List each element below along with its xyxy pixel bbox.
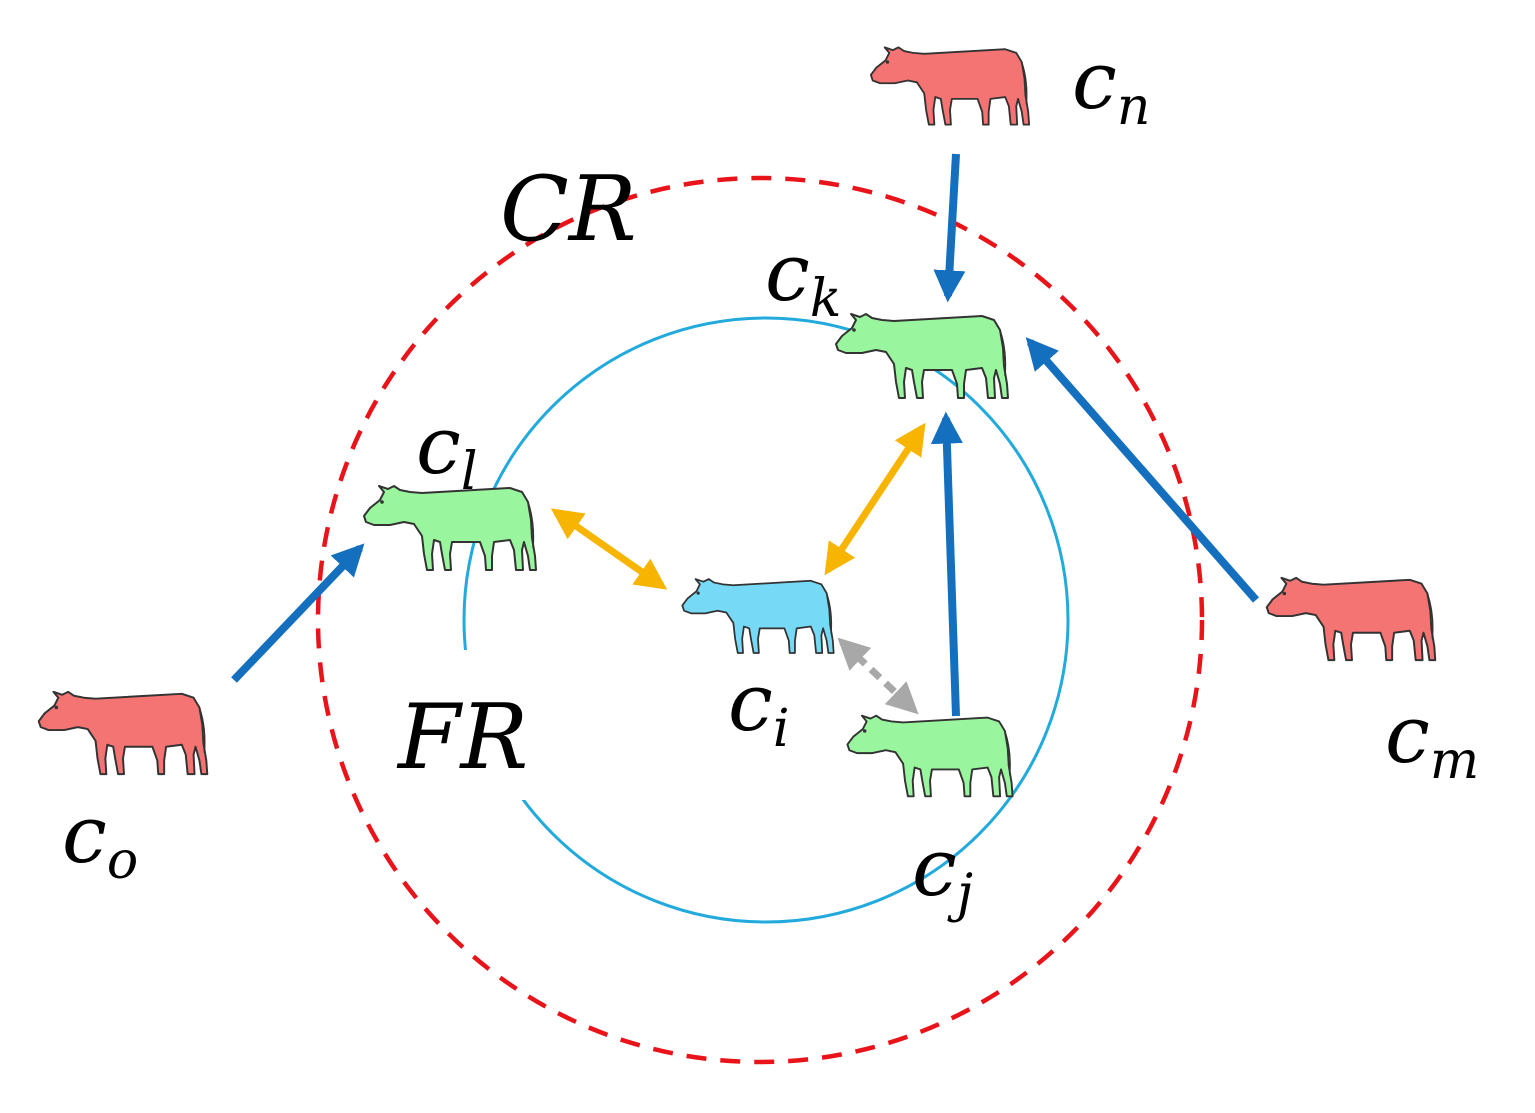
cow-k-label: ck	[765, 226, 841, 329]
cow-n-label-base: c	[1072, 34, 1117, 127]
cow-m-label-subscript: m	[1430, 731, 1479, 791]
link-j-to-k	[930, 411, 963, 717]
link-i-to-k	[824, 422, 926, 576]
regions	[315, 175, 1205, 1065]
cow-k-label-base: c	[765, 226, 810, 319]
following-region-label: FR	[396, 685, 528, 790]
cow-i-label: ci	[728, 656, 789, 759]
fr-label-background	[380, 650, 560, 800]
collaboration-region-label: CR	[500, 157, 637, 262]
cow-m-icon	[1265, 576, 1437, 662]
link-m-to-k	[1025, 337, 1260, 603]
collaboration-region-circle	[315, 175, 1205, 1065]
cow-n-icon	[869, 46, 1031, 126]
cow-k-icon	[834, 312, 1010, 400]
cow-n-label-subscript: n	[1117, 77, 1151, 137]
link-i-to-l	[550, 508, 668, 590]
cow-m-label: cm	[1385, 688, 1479, 791]
cow-j-label: cj	[912, 821, 973, 924]
link-n-to-k	[933, 153, 966, 303]
cow-o-label-base: c	[62, 788, 107, 881]
cow-n-label: cn	[1072, 34, 1150, 137]
cow-m-label-base: c	[1385, 688, 1430, 781]
cow-l-label: cl	[416, 399, 477, 502]
cow-o-icon	[37, 690, 209, 776]
cow-j-icon	[846, 714, 1014, 798]
cow-k-label-subscript: k	[810, 269, 842, 329]
cow-i-label-base: c	[728, 656, 773, 749]
cow-o-label-subscript: o	[107, 831, 138, 891]
cow-i-label-subscript: i	[773, 699, 790, 759]
cow-l-label-base: c	[416, 399, 461, 492]
cow-l-label-subscript: l	[461, 442, 478, 502]
links	[231, 153, 1260, 717]
following-region-circle	[462, 316, 1070, 924]
cow-j-label-base: c	[912, 821, 957, 914]
cow-l-icon	[363, 485, 537, 571]
cow-o-label: co	[62, 788, 138, 891]
link-i-to-j	[837, 637, 919, 715]
cow-i-icon	[681, 578, 835, 654]
link-o-to-l	[231, 543, 365, 683]
